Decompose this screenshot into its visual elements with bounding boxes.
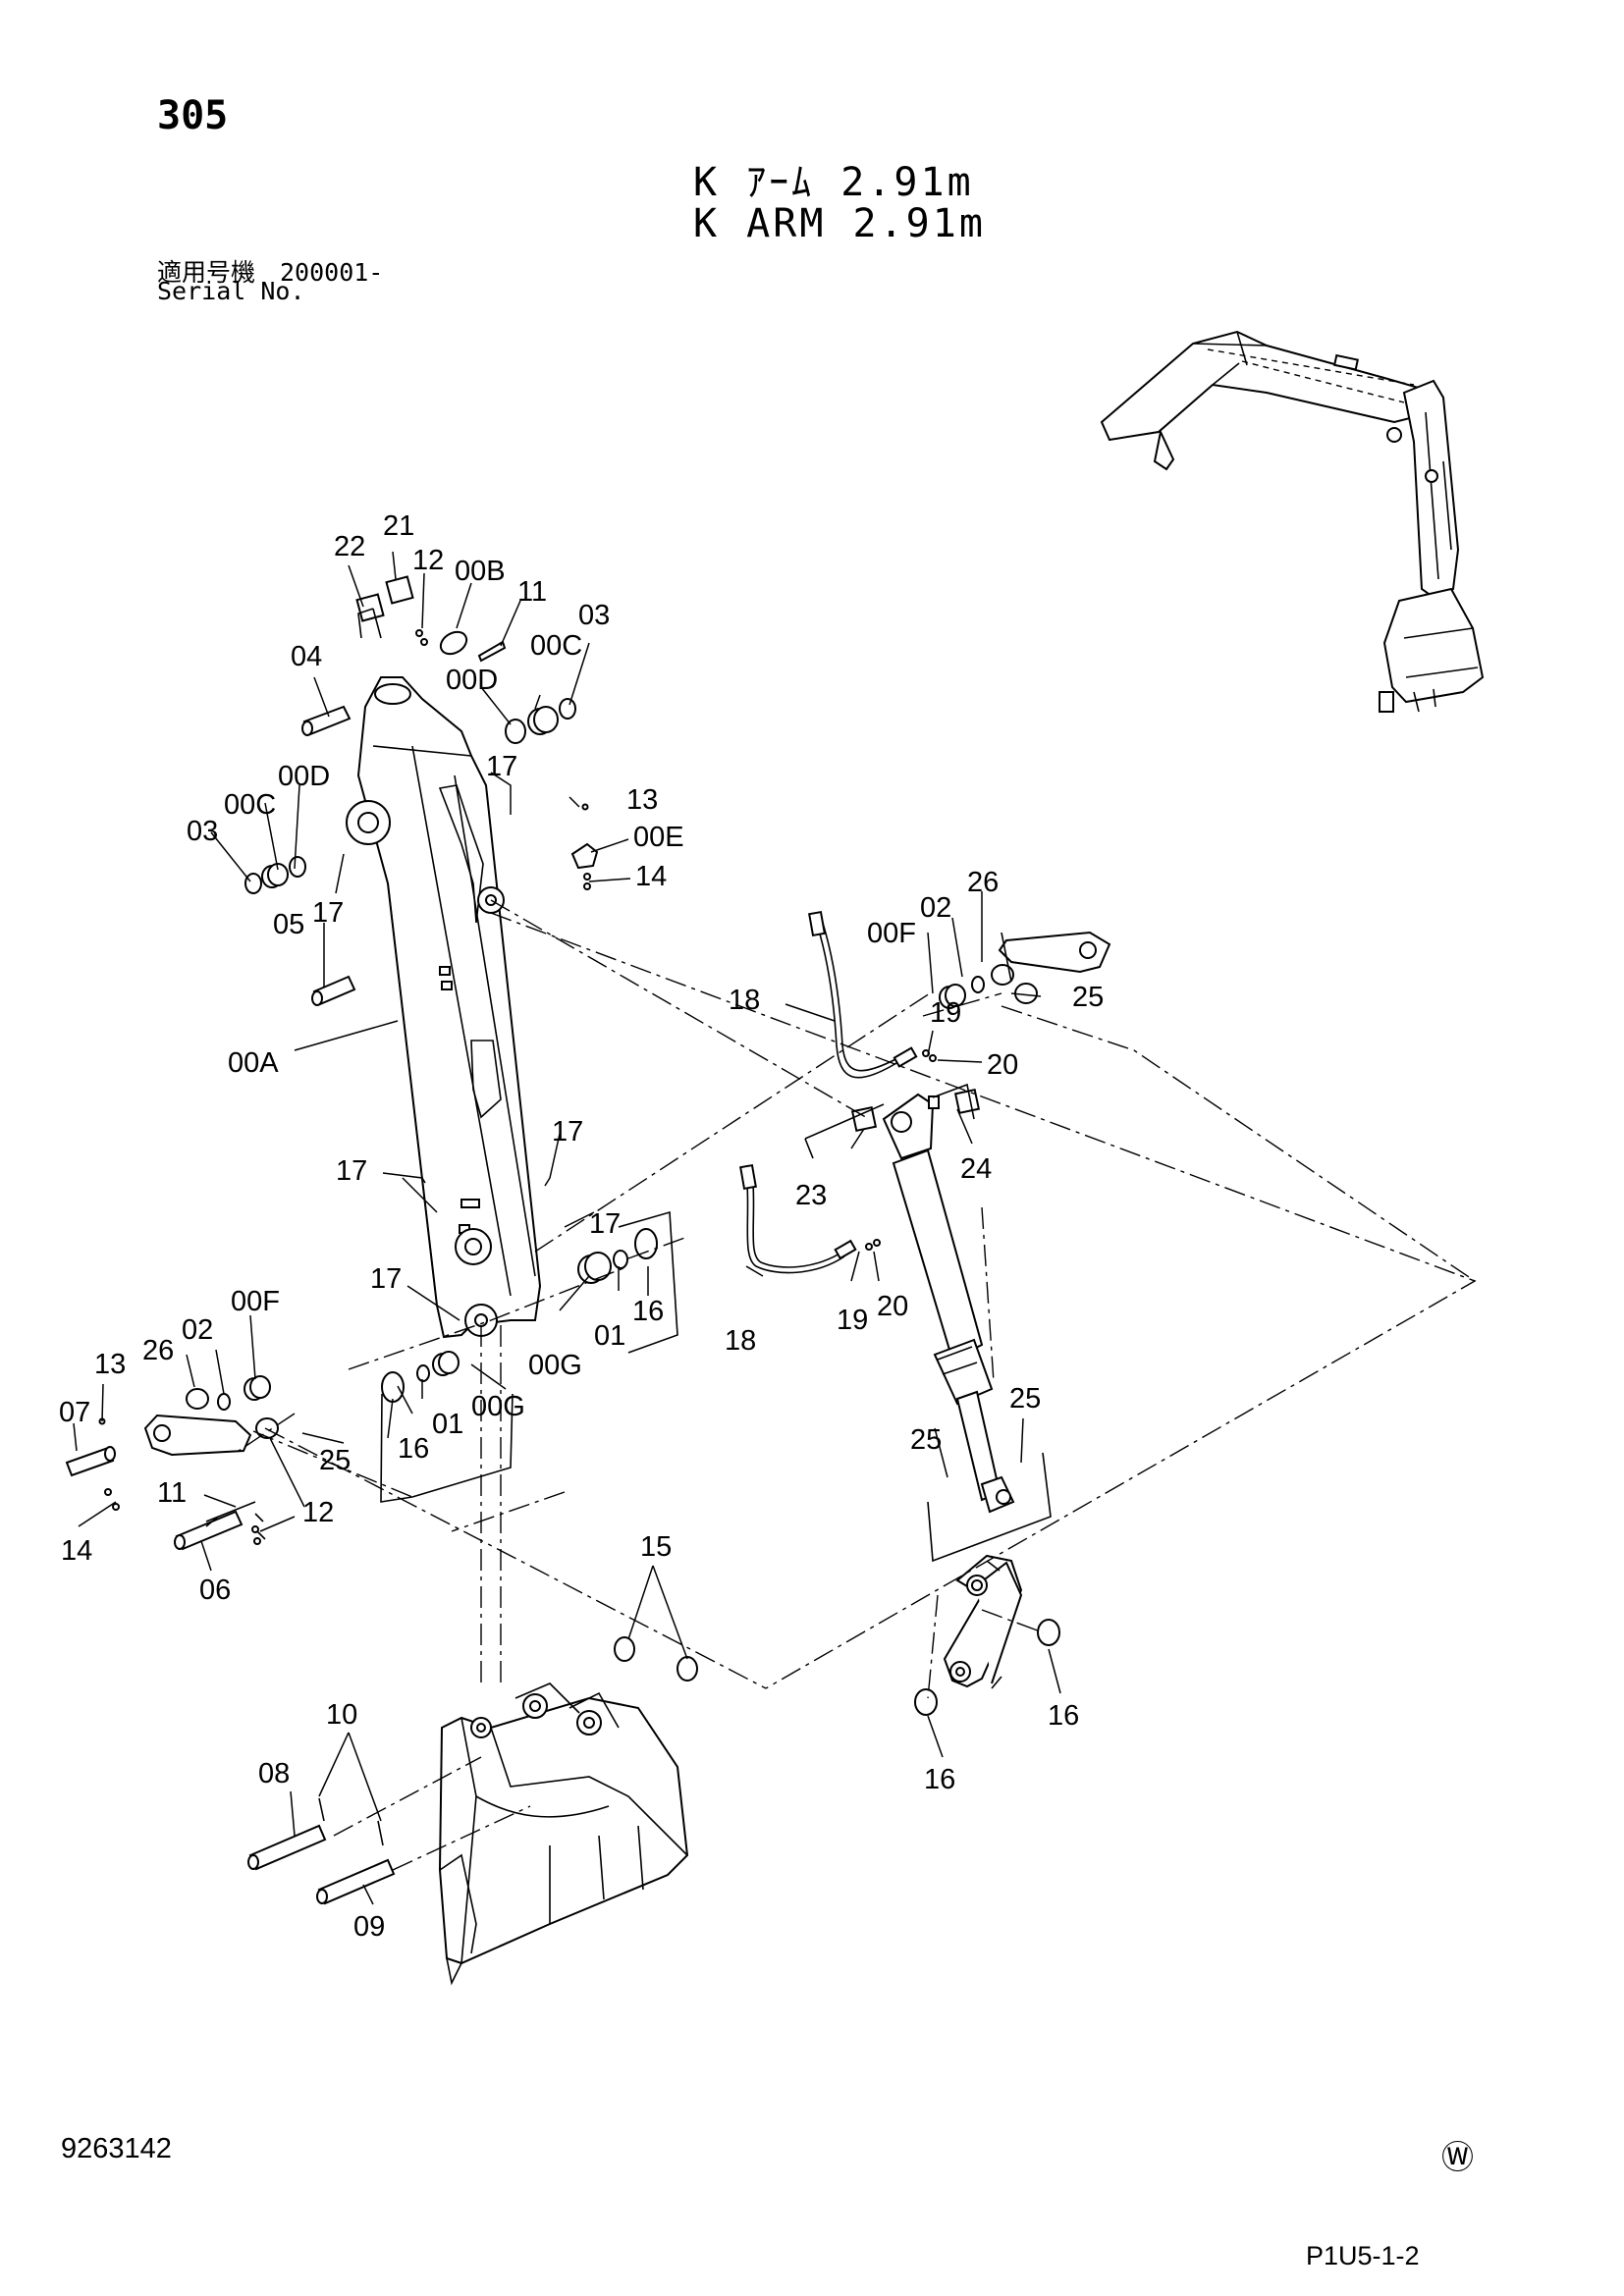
callout-00F: 00F bbox=[867, 918, 916, 949]
shim-plates bbox=[98, 1049, 981, 1545]
title-english: K ARM 2.91m bbox=[693, 201, 986, 246]
callout-00G: 00G bbox=[471, 1391, 525, 1422]
serial-label-english: Serial No. bbox=[157, 277, 305, 305]
pin-09 bbox=[316, 1858, 396, 1905]
callout-12: 12 bbox=[412, 545, 444, 576]
serial-label-japanese: 適用号機 200001- bbox=[157, 258, 384, 287]
arm-00A bbox=[346, 676, 542, 1339]
callout-labels: 22 21 12 00B 11 03 04 00C 00D 17 13 00E … bbox=[59, 510, 1104, 1943]
top-pin-hardware bbox=[244, 575, 599, 894]
callout-25: 25 bbox=[1009, 1383, 1041, 1415]
o-rings bbox=[614, 1619, 1060, 1716]
callout-16: 16 bbox=[632, 1296, 664, 1327]
callout-00C: 00C bbox=[224, 789, 276, 821]
callout-19: 19 bbox=[837, 1305, 868, 1336]
callout-03: 03 bbox=[578, 600, 610, 631]
pin-06 bbox=[174, 1510, 244, 1551]
callout-21: 21 bbox=[383, 510, 414, 542]
callout-02: 02 bbox=[920, 892, 951, 924]
callout-13: 13 bbox=[626, 784, 658, 816]
callout-22: 22 bbox=[334, 531, 365, 562]
callout-14: 14 bbox=[61, 1535, 92, 1567]
callout-13: 13 bbox=[94, 1349, 126, 1380]
callout-17: 17 bbox=[312, 897, 344, 929]
assembly-guide-lines bbox=[235, 899, 1477, 1871]
callout-09: 09 bbox=[353, 1911, 385, 1943]
callout-01: 01 bbox=[594, 1320, 625, 1352]
callout-05: 05 bbox=[273, 909, 304, 940]
callout-07: 07 bbox=[59, 1397, 90, 1428]
callout-17: 17 bbox=[552, 1116, 583, 1148]
leader-lines bbox=[73, 551, 1061, 1905]
callout-17: 17 bbox=[370, 1263, 402, 1295]
callout-18: 18 bbox=[725, 1325, 756, 1357]
drawing-number: 9263142 bbox=[61, 2133, 172, 2164]
title-japanese: K ｱｰﾑ 2.91m bbox=[693, 160, 974, 205]
callout-00C: 00C bbox=[530, 630, 582, 662]
callout-11: 11 bbox=[517, 576, 547, 608]
callout-12: 12 bbox=[302, 1497, 334, 1528]
callout-01: 01 bbox=[432, 1409, 463, 1440]
callout-00D: 00D bbox=[446, 665, 498, 696]
hose-18-upper bbox=[808, 910, 918, 1079]
callout-10: 10 bbox=[326, 1699, 357, 1731]
callout-00G: 00G bbox=[528, 1350, 582, 1381]
callout-15: 15 bbox=[640, 1531, 672, 1563]
grouping-brackets bbox=[205, 608, 1052, 1563]
hose-18-lower bbox=[739, 1163, 857, 1274]
bucket-link bbox=[943, 1554, 1023, 1689]
callout-17: 17 bbox=[589, 1208, 621, 1240]
pin-04 bbox=[301, 705, 352, 736]
callout-25: 25 bbox=[1072, 982, 1104, 1013]
pin-08 bbox=[247, 1824, 327, 1871]
callout-16: 16 bbox=[924, 1764, 955, 1795]
link-26-upper bbox=[998, 931, 1111, 974]
callout-03: 03 bbox=[187, 816, 218, 847]
callout-26: 26 bbox=[967, 867, 999, 898]
callout-25: 25 bbox=[910, 1424, 942, 1456]
link-26-lower bbox=[143, 1414, 252, 1457]
callout-20: 20 bbox=[987, 1049, 1018, 1081]
callout-24: 24 bbox=[960, 1153, 992, 1185]
callout-11: 11 bbox=[157, 1477, 187, 1509]
callout-19: 19 bbox=[930, 997, 961, 1029]
callout-00D: 00D bbox=[278, 761, 330, 792]
callout-25: 25 bbox=[319, 1445, 351, 1476]
callout-14: 14 bbox=[635, 861, 667, 892]
callout-16: 16 bbox=[1048, 1700, 1079, 1732]
bucket bbox=[438, 1682, 689, 1986]
callout-23: 23 bbox=[795, 1180, 827, 1211]
w-mark-icon: Ⓦ bbox=[1441, 2139, 1474, 2175]
bottom-pin-hardware bbox=[186, 964, 1038, 1439]
callout-08: 08 bbox=[258, 1758, 290, 1789]
page-number: 305 bbox=[157, 93, 229, 138]
pin-05 bbox=[311, 975, 356, 1006]
callout-17: 17 bbox=[486, 751, 517, 782]
callout-04: 04 bbox=[291, 641, 322, 672]
callout-02: 02 bbox=[182, 1314, 213, 1346]
callout-06: 06 bbox=[199, 1575, 231, 1606]
callout-16: 16 bbox=[398, 1433, 429, 1465]
page-code: P1U5-1-2 bbox=[1306, 2241, 1420, 2270]
callout-26: 26 bbox=[142, 1335, 174, 1366]
pin-07 bbox=[65, 1446, 116, 1477]
callout-00B: 00B bbox=[455, 556, 506, 587]
bucket-cylinder bbox=[882, 1093, 1015, 1514]
excavator-inset-illustration bbox=[1100, 330, 1485, 713]
callout-18: 18 bbox=[729, 985, 760, 1016]
callout-00E: 00E bbox=[633, 822, 684, 853]
callout-00A: 00A bbox=[228, 1047, 279, 1079]
callout-17: 17 bbox=[336, 1155, 367, 1187]
callout-20: 20 bbox=[877, 1291, 908, 1322]
callout-00F: 00F bbox=[231, 1286, 280, 1317]
